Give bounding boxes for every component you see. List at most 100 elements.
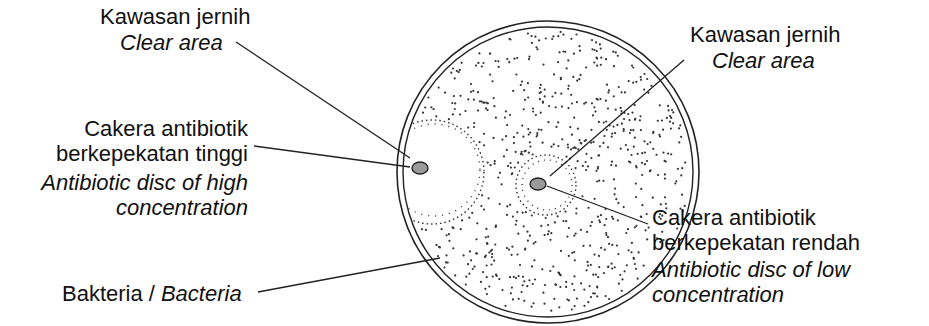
bacteria-dot xyxy=(621,290,623,292)
bacteria-dot xyxy=(571,283,573,285)
bacteria-dot xyxy=(665,203,667,205)
bacteria-dot xyxy=(562,220,564,222)
bacteria-dot xyxy=(497,176,499,178)
bacteria-dot xyxy=(557,61,559,63)
bacteria-dot xyxy=(640,129,642,131)
bacteria-dot xyxy=(458,71,460,73)
bacteria-dot xyxy=(555,106,557,108)
bacteria-dot xyxy=(513,142,515,144)
bacteria-dot xyxy=(573,251,575,253)
bacteria-dot xyxy=(579,50,581,52)
bacteria-dot xyxy=(594,111,596,113)
bacteria-dot xyxy=(585,139,587,141)
bacteria-dot xyxy=(684,162,686,164)
bacteria-dot xyxy=(605,100,607,102)
bacteria-dot xyxy=(524,247,526,249)
bacteria-dot xyxy=(616,124,618,126)
bacteria-dot xyxy=(616,244,618,246)
bacteria-dot xyxy=(536,132,538,134)
bacteria-dot xyxy=(473,266,475,268)
bacteria-dot xyxy=(494,243,496,245)
bacteria-dot xyxy=(646,238,648,240)
bacteria-dot xyxy=(560,78,562,80)
dish-inner-rim xyxy=(403,27,693,317)
bacteria-dot xyxy=(522,276,524,278)
bacteria-dot xyxy=(484,288,486,290)
bacteria-dot xyxy=(593,106,595,108)
bacteria-dot xyxy=(549,239,551,241)
bacteria-dot xyxy=(580,142,582,144)
bacteria-dot xyxy=(606,129,608,131)
bacteria-dot xyxy=(490,164,492,166)
bacteria-dot xyxy=(618,283,620,285)
bacteria-dot xyxy=(506,149,508,151)
bacteria-dot xyxy=(657,120,659,122)
bacteria-dot xyxy=(610,164,612,166)
bacteria-dot xyxy=(593,254,595,256)
bacteria-dot xyxy=(513,58,515,60)
bacteria-dot xyxy=(637,153,639,155)
bacteria-dot xyxy=(438,87,440,89)
bacteria-dot xyxy=(649,170,651,172)
bacteria-dot xyxy=(573,53,575,55)
bacteria-dot xyxy=(532,283,534,285)
bacteria-dot xyxy=(536,134,538,136)
bacteria-dot xyxy=(523,300,525,302)
bacteria-dot xyxy=(574,259,576,261)
bacteria-dot xyxy=(618,86,620,88)
bacteria-dot xyxy=(482,62,484,64)
bacteria-dot xyxy=(615,109,617,111)
bacteria-dot xyxy=(664,173,666,175)
bacteria-dot xyxy=(607,236,609,238)
bacteria-dot xyxy=(600,64,602,66)
bacteria-dot xyxy=(552,35,554,37)
bacteria-dot xyxy=(525,211,527,213)
bacteria-dot xyxy=(456,70,458,72)
bacteria-dot xyxy=(478,52,480,54)
bacteria-dot xyxy=(567,59,569,61)
leader-line xyxy=(236,42,410,158)
bacteria-dot xyxy=(517,233,519,235)
bacteria-dot xyxy=(476,252,478,254)
bacteria-dot xyxy=(631,112,633,114)
bacteria-dot xyxy=(480,205,482,207)
bacteria-dot xyxy=(541,268,543,270)
bacteria-dot xyxy=(590,264,592,266)
bacteria-dot xyxy=(516,253,518,255)
bacteria-dot xyxy=(607,266,609,268)
bacteria-dot xyxy=(586,269,588,271)
bacteria-dot xyxy=(603,272,605,274)
bacteria-dot xyxy=(649,141,651,143)
bacteria-dot xyxy=(542,64,544,66)
bacteria-dot xyxy=(527,96,529,98)
bacteria-dot xyxy=(513,276,515,278)
bacteria-dot xyxy=(565,220,567,222)
bacteria-dot xyxy=(534,36,536,38)
bacteria-dot xyxy=(557,215,559,217)
bacteria-dot xyxy=(645,229,647,231)
bacteria-dot xyxy=(561,106,563,108)
bacteria-dot xyxy=(475,238,477,240)
bacteria-dot xyxy=(488,285,490,287)
bacteria-dot xyxy=(534,278,536,280)
bacteria-dot xyxy=(452,227,454,229)
bacteria-dot xyxy=(565,281,567,283)
bacteria-dot xyxy=(527,33,529,35)
bacteria-dot xyxy=(547,121,549,123)
bacteria-dot xyxy=(575,167,577,169)
bacteria-dot xyxy=(570,94,572,96)
bacteria-dot xyxy=(567,107,569,109)
bacteria-dot xyxy=(605,58,607,60)
bacteria-dot xyxy=(473,122,475,124)
bacteria-dot xyxy=(604,249,606,251)
label-text: Clear area xyxy=(712,48,815,73)
bacteria-dot xyxy=(514,166,516,168)
bacteria-dots xyxy=(421,31,687,312)
bacteria-dot xyxy=(430,106,432,108)
bacteria-dot xyxy=(615,198,617,200)
bacteria-dot xyxy=(604,224,606,226)
bacteria-dot xyxy=(534,241,536,243)
bacteria-dot xyxy=(598,266,600,268)
bacteria-dot xyxy=(452,247,454,249)
bacteria-dot xyxy=(598,121,600,123)
